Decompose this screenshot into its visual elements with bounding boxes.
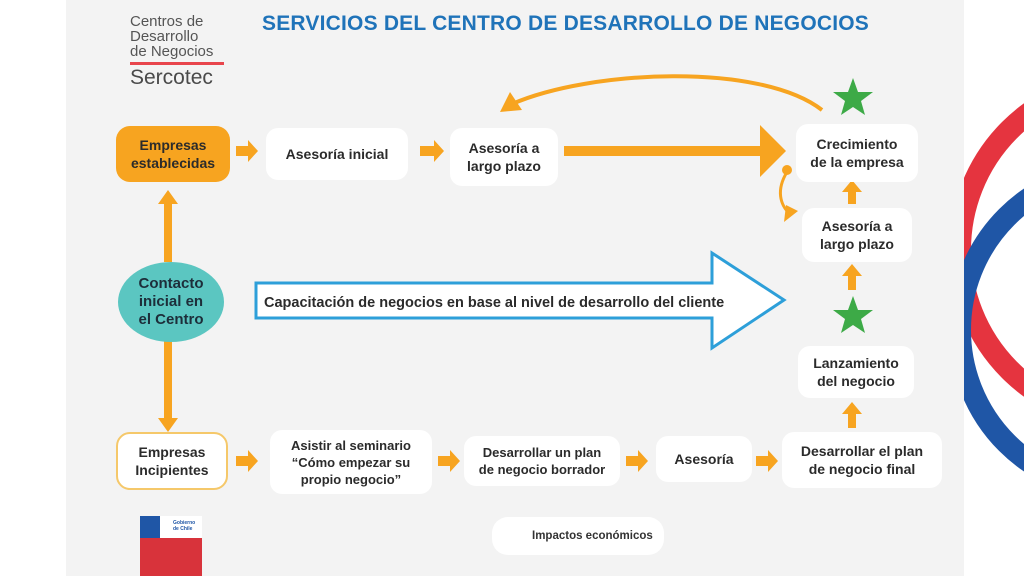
- node-asesoria-inicial: Asesoría inicial: [266, 128, 408, 180]
- arrow-borrador-asesoria: [626, 450, 648, 472]
- logo-line-1: Centros de: [130, 13, 204, 30]
- arrow-inicial-largo: [420, 140, 444, 162]
- node-contacto-inicial-label: Contacto inicial en el Centro: [138, 275, 204, 328]
- node-plan-borrador-label: Desarrollar un plan de negocio borrador: [478, 445, 606, 477]
- capacitacion-label: Capacitación de negocios en base al nive…: [264, 295, 725, 311]
- node-plan-final-label: Desarrollar el plan de negocio final: [800, 443, 924, 477]
- logo-brand: Sercotec: [130, 66, 213, 89]
- arrow-contacto-up: [158, 190, 178, 262]
- arrow-final-lanzamiento: [842, 402, 862, 428]
- node-lanzamiento-label: Lanzamiento del negocio: [813, 355, 899, 389]
- page-title: SERVICIOS DEL CENTRO DE DESARROLLO DE NE…: [262, 12, 870, 35]
- node-empresas-establecidas-label: Empresas establecidas: [130, 137, 216, 171]
- arrow-establecidas-inicial: [236, 140, 258, 162]
- arrow-to-asesoria-right: [842, 264, 862, 290]
- node-empresas-incipientes-label: Empresas Incipientes: [135, 444, 209, 478]
- node-asesoria-largo-plazo-right: Asesoría a largo plazo: [802, 208, 912, 262]
- node-empresas-incipientes: Empresas Incipientes: [116, 432, 228, 490]
- capacitacion-arrow: [254, 250, 787, 351]
- arrow-seminario-borrador: [438, 450, 460, 472]
- node-asesoria-inicial-label: Asesoría inicial: [285, 146, 389, 162]
- gobierno-de-chile-logo: Gobierno de Chile: [140, 516, 202, 576]
- logo-line-3: de Negocios: [130, 43, 214, 60]
- node-plan-final: Desarrollar el plan de negocio final: [782, 432, 942, 488]
- logo-line-2: Desarrollo: [130, 28, 199, 45]
- legend-box: [492, 517, 664, 555]
- arrow-largo-crecimiento: [564, 125, 786, 177]
- arrow-incipientes-seminario: [236, 450, 258, 472]
- star-icon-top: [833, 78, 873, 115]
- flag-text: Gobierno de Chile: [173, 520, 196, 532]
- node-asesoria-largo-plazo-right-label: Asesoría a largo plazo: [820, 218, 894, 252]
- sercotec-logo: Centros de Desarrollo de Negocios Sercot…: [130, 14, 230, 89]
- node-crecimiento-label: Crecimiento de la empresa: [810, 136, 904, 170]
- node-asesoria-label: Asesoría: [674, 451, 734, 467]
- node-asesoria-largo-plazo-top-label: Asesoría a largo plazo: [467, 140, 541, 174]
- node-asesoria: Asesoría: [656, 436, 752, 482]
- arrow-asesoria-final: [756, 450, 778, 472]
- arrow-contacto-down: [158, 340, 178, 432]
- logo-bar: [130, 62, 224, 65]
- node-plan-borrador: Desarrollar un plan de negocio borrador: [464, 436, 620, 486]
- node-seminario: Asistir al seminario “Cómo empezar su pr…: [270, 430, 432, 494]
- star-icon-middle: [833, 296, 873, 333]
- arrow-to-crecimiento: [842, 180, 862, 204]
- node-asesoria-largo-plazo-top: Asesoría a largo plazo: [450, 128, 558, 186]
- node-contacto-inicial: Contacto inicial en el Centro: [118, 262, 224, 342]
- legend-label: Impactos económicos: [532, 530, 653, 542]
- curved-return-arrow: [511, 74, 824, 112]
- node-empresas-establecidas: Empresas establecidas: [116, 126, 230, 182]
- node-lanzamiento: Lanzamiento del negocio: [798, 346, 914, 398]
- node-crecimiento: Crecimiento de la empresa: [796, 124, 918, 182]
- node-seminario-label: Asistir al seminario “Cómo empezar su pr…: [291, 437, 411, 487]
